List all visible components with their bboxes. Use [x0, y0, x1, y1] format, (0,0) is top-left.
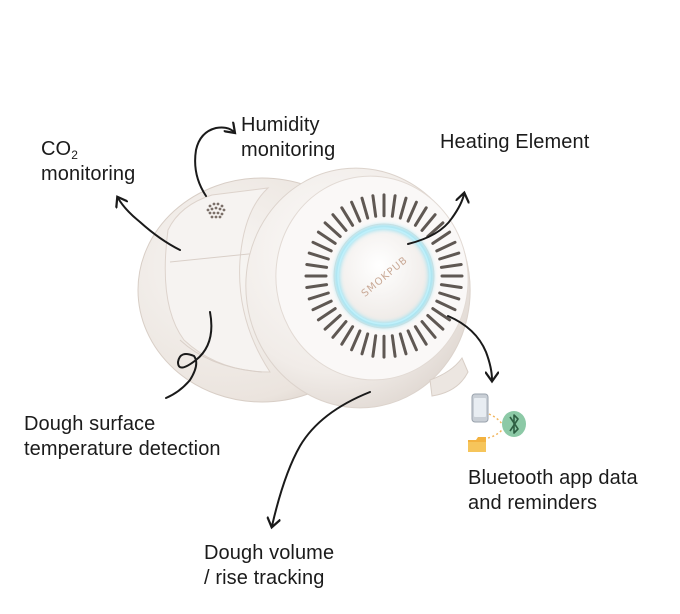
device-lid: SMOKPUB	[245, 167, 471, 409]
vent-slot	[406, 200, 418, 223]
humidity-line2: monitoring	[241, 139, 336, 161]
vent-slot	[311, 299, 333, 312]
vent-slot	[331, 320, 348, 339]
arrow-dough-surface	[165, 311, 213, 399]
volume-line1: Dough volume	[204, 542, 335, 564]
dough-surface-line2: temperature detection	[24, 438, 221, 460]
vent-slot	[426, 221, 445, 238]
vent-slot	[307, 291, 330, 301]
vent-slot	[311, 240, 333, 253]
co2-monitoring-label: CO2 monitoring	[41, 137, 135, 187]
arrow-bluetooth	[447, 315, 492, 380]
co2-prefix: CO	[41, 138, 72, 160]
vent-slot	[316, 307, 337, 322]
vent-slot	[360, 196, 370, 220]
dough-surface-label: Dough surface temperature detection	[24, 412, 221, 462]
vent-slot	[413, 206, 428, 227]
bluetooth-line1: Bluetooth app data	[468, 467, 638, 489]
humidity-line1: Humidity	[241, 114, 320, 136]
vent-slot	[305, 263, 329, 269]
heating-text: Heating Element	[440, 131, 590, 153]
vent-slot	[398, 196, 408, 220]
vent-slot	[435, 240, 457, 253]
vent-slot	[307, 251, 330, 261]
vent-slot	[431, 230, 452, 245]
vent-slot	[350, 200, 362, 223]
bluetooth-app-icons	[468, 393, 526, 452]
heating-element-label: Heating Element	[440, 130, 589, 155]
humidity-sensor-holes	[206, 202, 226, 219]
humidity-monitoring-label: Humidity monitoring	[241, 113, 335, 163]
vent-slot	[398, 332, 408, 356]
volume-line2: / rise tracking	[204, 567, 325, 589]
vent-slots	[304, 193, 464, 359]
bluetooth-line2: and reminders	[468, 492, 598, 514]
co2-subscript: 2	[71, 148, 78, 162]
vent-slot	[439, 283, 463, 289]
vent-slot	[413, 325, 428, 346]
bluetooth-label: Bluetooth app data and reminders	[468, 466, 638, 516]
vent-slot	[340, 325, 355, 346]
phone-icon	[471, 393, 489, 423]
vent-slot	[340, 206, 355, 227]
vent-slot	[323, 314, 342, 331]
vent-slot	[431, 307, 452, 322]
vent-slot	[316, 230, 337, 245]
vent-slot	[390, 194, 397, 218]
dotted-connector-icon	[487, 413, 503, 439]
vent-slot	[435, 299, 457, 312]
vent-slot	[438, 291, 461, 301]
arrow-volume	[272, 391, 371, 526]
arrow-co2	[118, 198, 181, 251]
arrow-humidity	[194, 128, 234, 197]
dough-volume-label: Dough volume / rise tracking	[204, 541, 334, 591]
vent-slot	[439, 263, 463, 269]
vent-slot	[390, 334, 397, 358]
vent-slot	[323, 221, 342, 238]
folder-icon	[468, 437, 486, 452]
vent-slot	[360, 332, 370, 356]
vent-slot	[420, 213, 437, 232]
vent-slot	[350, 329, 362, 352]
vent-slot	[438, 251, 461, 261]
dough-surface-line1: Dough surface	[24, 413, 156, 435]
arrow-heating	[407, 194, 464, 245]
vent-slot	[406, 329, 418, 352]
vent-slot	[426, 314, 445, 331]
vent-slot	[305, 283, 329, 289]
vent-slot	[371, 194, 378, 218]
vent-slot	[331, 213, 348, 232]
vent-slot	[420, 320, 437, 339]
vent-slot	[371, 334, 378, 358]
co2-line2: monitoring	[41, 163, 136, 185]
bluetooth-icon	[502, 411, 526, 437]
callout-arrows	[118, 128, 492, 527]
